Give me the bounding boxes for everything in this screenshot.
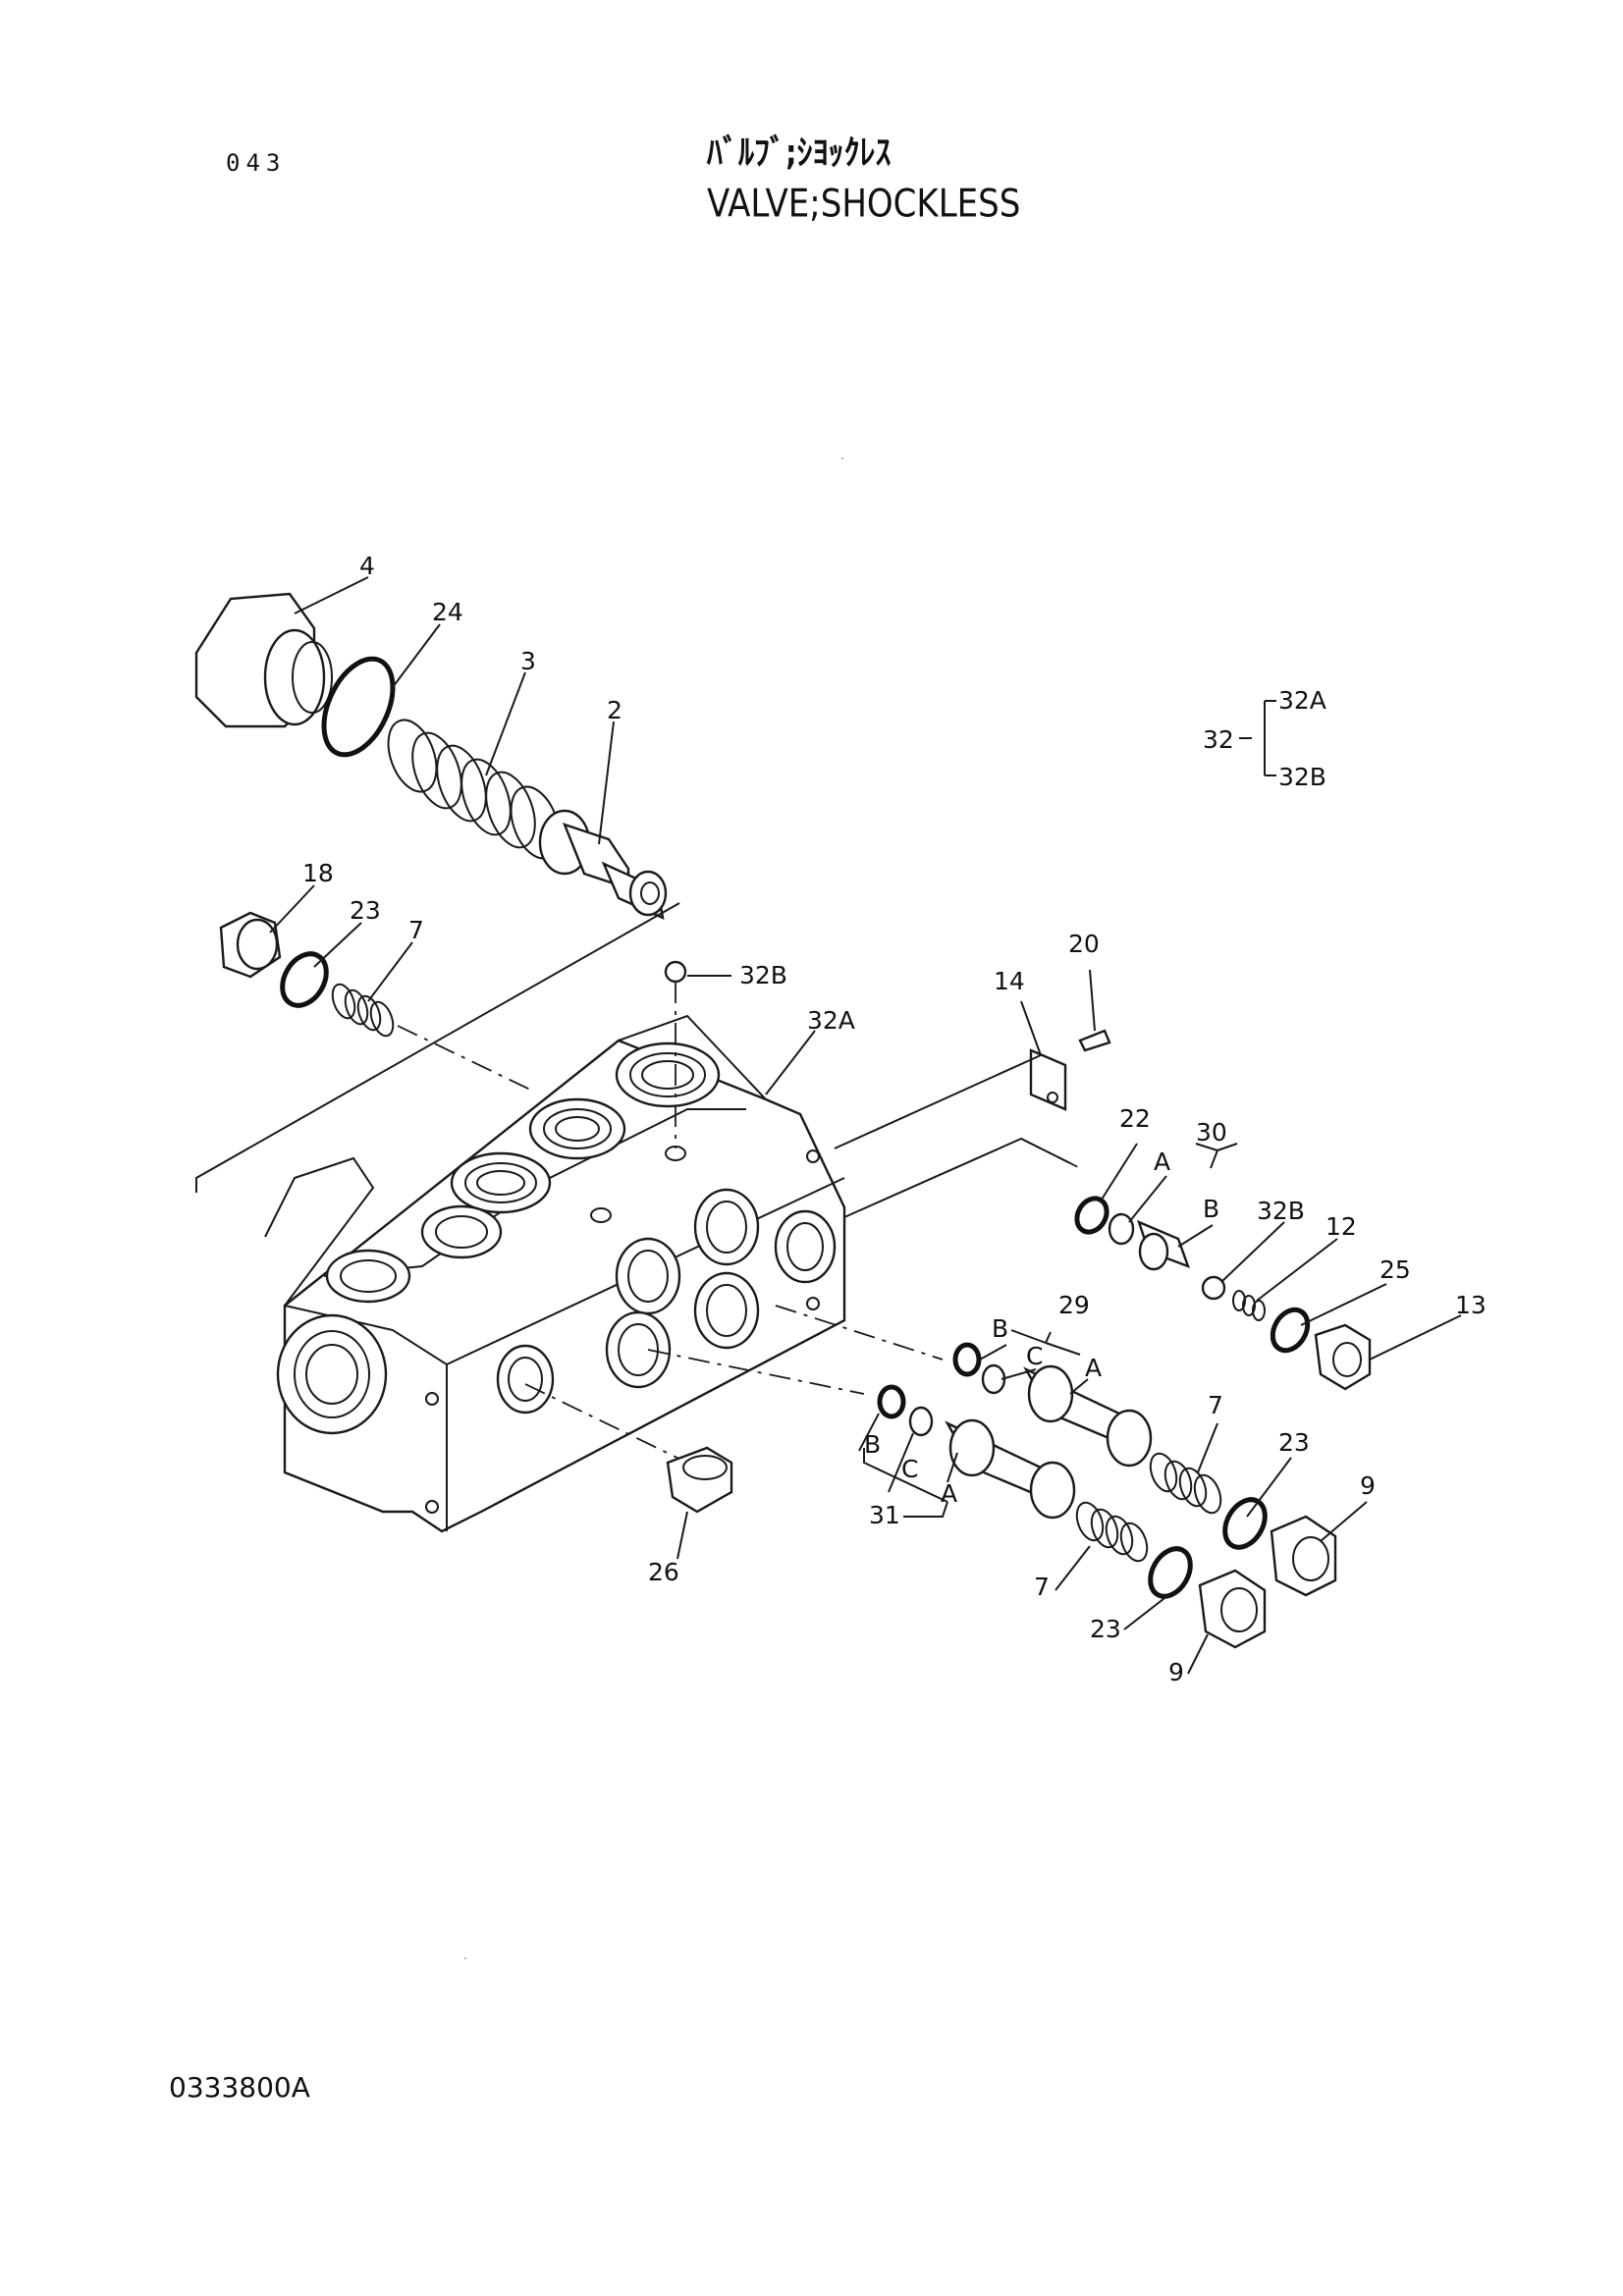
title-english: VALVE;SHOCKLESS [707,182,1021,227]
callout-32b-right: 32B [1257,1197,1305,1225]
callout-14: 14 [994,967,1025,995]
assembly-note: 32 32A 32B [1203,686,1326,791]
assembly-child-32a: 32A [1278,686,1326,715]
callout-22: 22 [1119,1104,1151,1133]
callout-32b-top: 32B [739,961,787,989]
upper-valve-group [194,592,680,1193]
title-japanese: ﾊﾞﾙﾌﾞ;ｼﾖｯｸﾚｽ [707,132,892,174]
callout-2: 2 [607,696,622,724]
part-7-spring-low [1075,1501,1149,1563]
body-top-right [618,1014,845,1208]
callout-31: 31 [869,1501,900,1529]
valve-body-outline [283,1039,846,1533]
bolt-hole [806,1297,820,1310]
valve-body-32a [264,1014,846,1533]
bolt-hole [425,1500,439,1514]
callout-3: 3 [520,647,536,675]
middle-right-group [775,1305,1337,1597]
callout-7-top: 7 [408,916,424,944]
lower-right-group [647,1349,1267,1649]
part-23-o-ring-mid [1222,1497,1268,1550]
bolt-hole [806,1149,820,1163]
part-20-screw [1078,1029,1111,1052]
side-port-4 [693,1271,760,1350]
part-32b-ball-top [664,960,687,984]
part-7-spring-mid [1149,1452,1222,1515]
side-port-2 [774,1209,837,1284]
callout-23-top: 23 [350,896,381,925]
callout-29-a: A [1085,1354,1102,1382]
callout-29-b: B [992,1314,1008,1343]
callout-23-mid: 23 [1278,1428,1310,1457]
assembly-parent-label: 32 [1203,725,1234,754]
callout-13: 13 [1455,1291,1487,1319]
left-group-axis [397,1025,531,1091]
part-29b-ring [952,1342,982,1377]
drawing-code: 0333800A [169,2071,310,2104]
body-end-boss [264,1156,375,1307]
side-port-5 [605,1310,672,1389]
part-31b-ring [877,1384,906,1419]
callout-30-a: A [1154,1148,1170,1176]
side-port-1 [693,1188,760,1266]
callout-25: 25 [1380,1255,1411,1284]
callout-29-c: C [1026,1342,1043,1370]
part-30a-seat [1108,1212,1135,1246]
part-22-o-ring [1074,1196,1109,1235]
callout-4: 4 [359,552,375,580]
callout-30-b: B [1203,1195,1219,1223]
top-port-5 [325,1249,411,1304]
scan-speck [841,457,843,459]
part-4-thread [263,628,326,726]
callout-31-a: A [941,1479,957,1508]
upper-group-axis-line [195,902,680,1193]
callout-9-low: 9 [1168,1658,1184,1686]
part-23-o-ring-top [280,951,329,1008]
callout-18: 18 [302,859,334,887]
assembly-bracket [1239,700,1276,776]
right-upper-group [834,1029,1372,1391]
page-number: 043 [226,149,287,177]
plate-axis-line [834,1054,1042,1149]
top-port-4 [420,1204,503,1259]
callout-31-c: C [901,1455,918,1483]
part-31c-disc [908,1406,934,1437]
callout-26: 26 [648,1558,679,1586]
callout-7-low: 7 [1034,1573,1050,1601]
right-upper-axis [843,1137,1071,1218]
part-25-o-ring [1270,1307,1311,1354]
part-2-poppet [538,809,668,921]
callout-32a: 32A [807,1006,855,1035]
part-7-spring-top [331,983,395,1038]
part-24-o-ring [321,656,396,758]
callout-30: 30 [1196,1118,1227,1147]
part-9-plug-low [1198,1569,1267,1649]
part-12-spring [1232,1290,1266,1321]
callout-9-mid: 9 [1360,1471,1376,1500]
callout-29: 29 [1058,1291,1090,1319]
callout-12: 12 [1325,1212,1357,1241]
callout-31-b: B [864,1430,881,1459]
part-26-plug [666,1446,733,1514]
part-23-o-ring-low [1148,1546,1193,1599]
bolt-hole [425,1392,439,1406]
assembly-child-32b: 32B [1278,763,1326,791]
left-small-group [219,911,531,1091]
callout-7-mid: 7 [1208,1391,1223,1419]
part-9-plug-mid [1270,1515,1337,1597]
top-port-1-thread [629,1052,706,1097]
callout-24: 24 [432,598,463,626]
part-3-spring [387,719,561,860]
part-29c-disc [981,1363,1006,1395]
side-port-6 [496,1344,555,1415]
callout-20: 20 [1068,930,1100,958]
leader-lines [269,576,1462,1675]
callout-labels: 4 24 3 2 18 23 7 32B 32A 14 20 22 30 A B… [302,552,1487,1686]
callout-23-low: 23 [1090,1615,1121,1643]
body-small-hole [590,1207,612,1223]
scan-speck [464,1957,466,1959]
part-32b-ball-right [1201,1275,1226,1301]
